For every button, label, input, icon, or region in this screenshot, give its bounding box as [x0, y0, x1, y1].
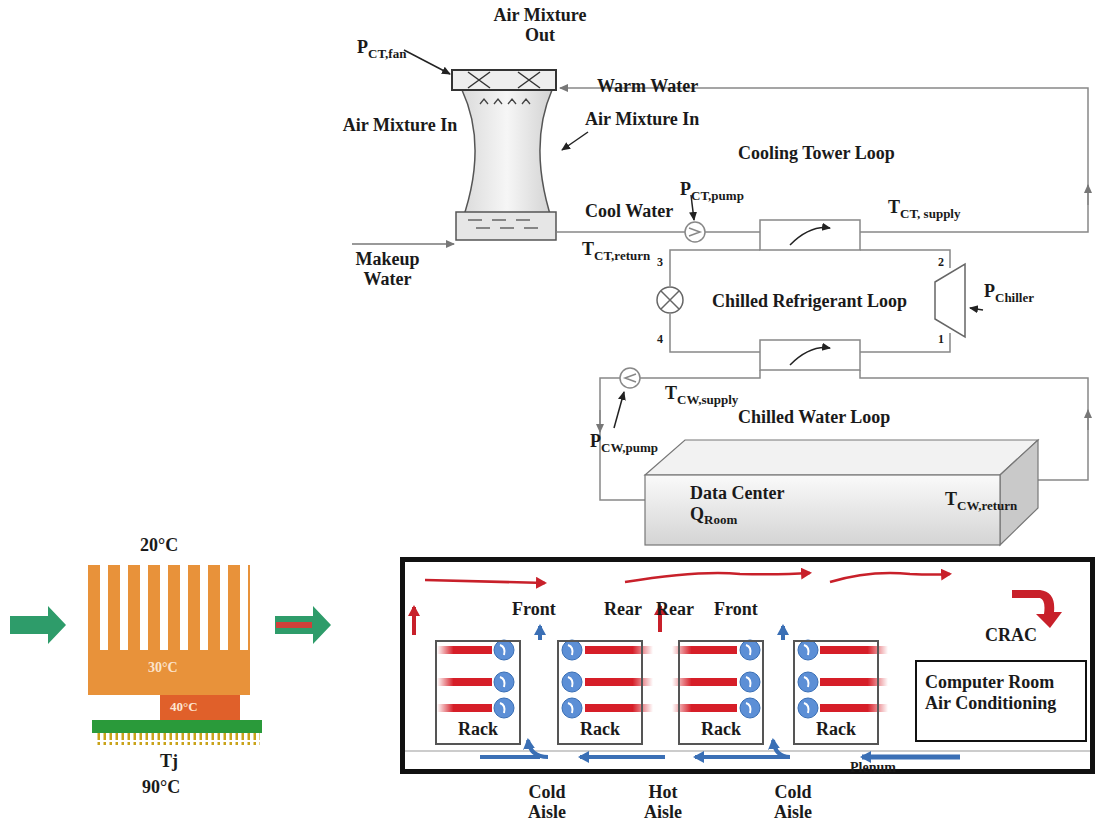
loop-name: Cooling Tower Loop: [738, 144, 895, 164]
state-number: 2: [938, 256, 944, 269]
loop-name: Chilled Water Loop: [738, 408, 890, 428]
node-text: Computer Room Air Conditioning: [925, 672, 1077, 713]
side-label: Rear: [604, 600, 642, 620]
plenum-label: Plenum: [850, 760, 896, 775]
symbol: T: [888, 198, 900, 218]
symbol: T: [665, 384, 677, 404]
node-title: Data Center: [690, 483, 860, 504]
flow-label: Makeup Water: [340, 250, 435, 290]
symbol: P: [357, 38, 368, 58]
symbol: P: [984, 282, 995, 302]
rack-box: Rack: [435, 640, 521, 745]
state-number: 3: [657, 256, 663, 269]
data-center: Data CenterQRoom: [690, 483, 860, 539]
symbol: T: [582, 240, 594, 260]
node-text: Rack: [795, 719, 877, 740]
refrigerant-loop: [657, 250, 983, 370]
subscript: CT, supply: [900, 207, 960, 221]
loop-name: Chilled Refrigerant Loop: [712, 292, 907, 312]
temperature: 30°C: [148, 660, 178, 675]
quantity: QRoom: [690, 504, 860, 528]
subscript: CT,return: [594, 249, 650, 263]
symbol: P: [680, 180, 691, 200]
node-text: Rack: [559, 719, 641, 740]
symbol: Q: [690, 504, 704, 524]
temperature: 90°C: [142, 778, 180, 798]
subscript: Room: [704, 512, 737, 527]
temperature: 20°C: [140, 536, 178, 556]
subscript: CW,pump: [601, 441, 658, 455]
unit-name: CRAC: [985, 626, 1037, 646]
side-label: Front: [714, 600, 758, 620]
symbol: P: [590, 432, 601, 452]
flow-label: Air Mixture In: [585, 110, 699, 130]
rack-box: Rack: [678, 640, 764, 745]
side-label: Front: [512, 600, 556, 620]
node-text: Rack: [680, 719, 762, 740]
flow-label: Warm Water: [597, 77, 698, 97]
flow-label: Air Mixture Out: [478, 6, 602, 46]
crac-box: Computer Room Air Conditioning: [915, 660, 1087, 742]
aisle-label: Cold Aisle: [512, 783, 582, 823]
symbol: T: [945, 490, 957, 510]
subscript: CT,fan: [368, 47, 406, 61]
subscript: CW,return: [957, 499, 1017, 513]
data-center-box: [645, 440, 1038, 545]
cooling-tower: [352, 50, 588, 244]
flow-label: Cool Water: [585, 202, 673, 222]
cooling-tower-loop: [556, 88, 1088, 250]
rack-box: Rack: [793, 640, 879, 745]
state-number: 4: [657, 333, 663, 346]
rack-fans: [494, 640, 818, 718]
rack-box: Rack: [557, 640, 643, 745]
subscript: CT,pump: [691, 189, 744, 203]
symbol: Tj: [160, 752, 178, 772]
aisle-label: Cold Aisle: [758, 783, 828, 823]
side-label: Rear: [656, 600, 694, 620]
temperature: 40°C: [170, 700, 198, 714]
subscript: Chiller: [995, 291, 1034, 305]
state-number: 1: [938, 333, 944, 346]
heat-sink: [10, 565, 331, 745]
flow-label: Air Mixture In: [338, 116, 462, 136]
aisle-label: Hot Aisle: [628, 783, 698, 823]
subscript: CW,supply: [677, 393, 738, 407]
room: [403, 560, 1093, 772]
node-text: Rack: [437, 719, 519, 740]
